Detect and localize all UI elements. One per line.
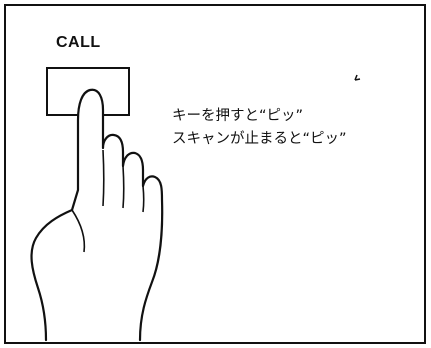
beep-mark-icon [354,74,361,81]
hand-icon [30,88,164,342]
call-key-label: CALL [56,34,101,51]
scan-stop-beep-text: スキャンが止まると“ピッ” [172,131,347,147]
key-press-beep-text: キーを押すと“ピッ” [172,108,304,124]
